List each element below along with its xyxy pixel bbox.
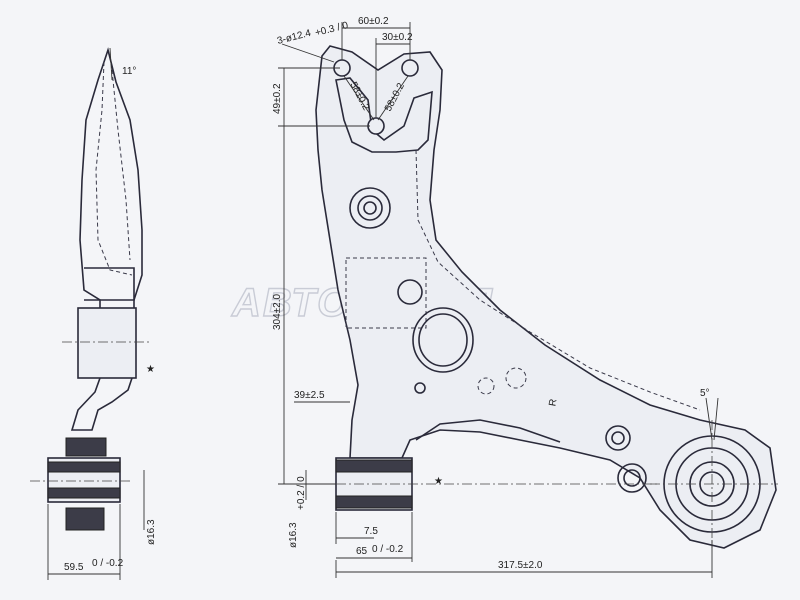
side-view-angle-line	[109, 47, 113, 81]
side-view-arm-outline	[70, 47, 143, 431]
arm-inner-flange	[335, 77, 433, 153]
front-bushing-band-bottom	[335, 495, 413, 509]
angle-5-label: 5°	[700, 388, 710, 399]
oval-cutout-outer	[412, 307, 474, 373]
side-view-hidden-line	[95, 61, 133, 276]
width-59-tol: 0 / -0.2	[92, 558, 124, 569]
mount-hole-right	[401, 59, 419, 77]
small-hole-3	[505, 367, 527, 389]
side-view-flange	[84, 267, 135, 301]
lower-hole-inner	[623, 469, 641, 487]
stud-hole-inner	[611, 431, 625, 445]
bushing-dia-front-label: ø16.3	[288, 522, 299, 548]
bushing-dia-front-tol: +0.2 / 0	[296, 476, 307, 510]
side-label-r: R	[547, 398, 559, 407]
small-hole-1	[414, 382, 426, 394]
arm-inner-edge	[415, 149, 701, 411]
angle-5-line-2	[713, 397, 719, 441]
angle-top-label: 11°	[122, 66, 136, 77]
offset-7-5-label: 7.5	[364, 526, 378, 537]
lower-hole-outer	[617, 463, 647, 493]
side-view-hidden-line-2	[111, 69, 131, 261]
side-view-bushing-sleeve	[77, 307, 137, 379]
slot-hole	[397, 279, 423, 305]
bushing-dia-side-label: ø16.3	[146, 519, 157, 545]
length-65-tol: 0 / -0.2	[372, 544, 404, 555]
holes-tol: +0.3 / 0	[314, 20, 350, 39]
star-marker-side: ★	[146, 364, 155, 375]
width-59-label: 59.5	[64, 562, 84, 573]
oval-cutout-inner	[418, 313, 468, 367]
front-bushing-band-top	[335, 459, 413, 473]
holes-leader	[281, 43, 335, 63]
height-304-label: 304±2.0	[272, 293, 283, 330]
small-hole-2	[477, 377, 495, 395]
arm-lower-web	[415, 419, 561, 443]
holes-label: 3-ø12.4	[276, 28, 313, 47]
reinforcement-box	[345, 257, 427, 329]
arm-outline	[315, 45, 777, 549]
star-marker-front: ★	[434, 476, 443, 487]
upper-bolt-outer	[349, 187, 391, 229]
side-view-ball-joint-band-2	[47, 487, 121, 499]
hole-spacing-30-label: 30±0.2	[382, 32, 413, 43]
hole-spacing-60-label: 60±0.2	[358, 16, 389, 27]
angle-5-line	[705, 397, 713, 441]
diag-58-right-line	[377, 75, 409, 121]
length-65-label: 65	[356, 546, 368, 557]
side-view-ball-joint-band	[47, 461, 121, 473]
length-317-label: 317.5±2.0	[498, 560, 543, 571]
stud-hole-outer	[605, 425, 631, 451]
side-view-ball-joint-top	[65, 437, 107, 457]
mount-hole-center	[367, 117, 385, 135]
height-49-label: 49±0.2	[272, 83, 283, 114]
side-view-ball-joint-bottom	[65, 507, 105, 531]
diag-58-left-line	[343, 75, 375, 121]
side-view: 11° 59.5 0 / -0.2 ø16.3	[30, 47, 157, 580]
offset-39-label: 39±2.5	[294, 390, 325, 401]
upper-bolt-core	[363, 201, 377, 215]
upper-bolt-inner	[357, 195, 383, 221]
